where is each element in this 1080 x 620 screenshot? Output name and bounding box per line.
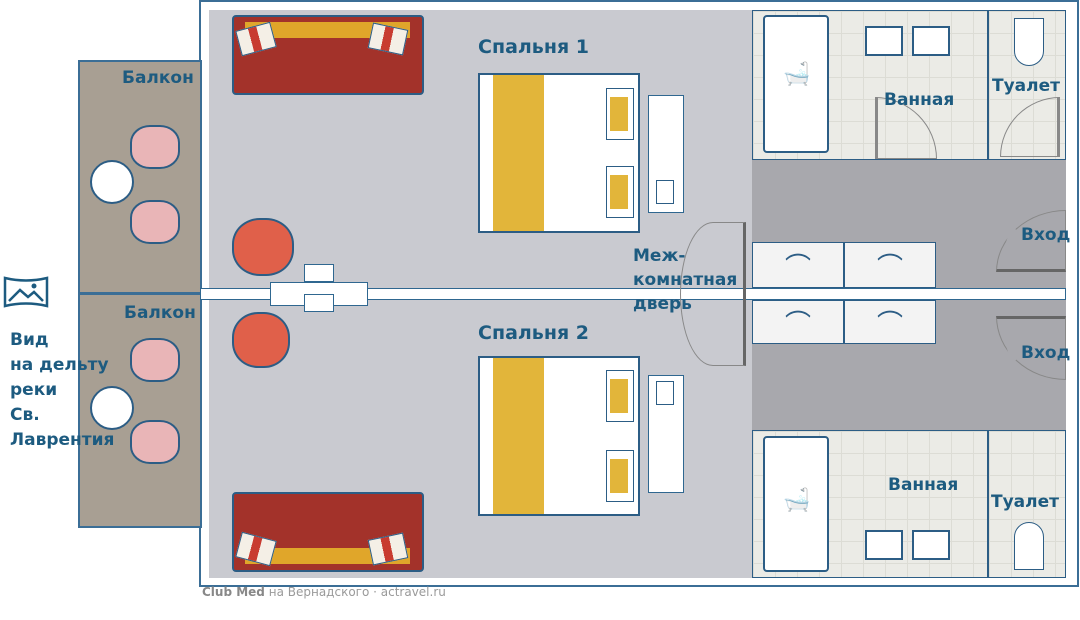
- view-line: Св.: [10, 405, 40, 425]
- balcony-bottom-label: Балкон: [124, 303, 196, 323]
- wardrobe[interactable]: ⌒: [752, 300, 844, 344]
- wardrobe[interactable]: ⌒: [844, 300, 936, 344]
- middle-wall: [200, 288, 1066, 300]
- sink: [912, 26, 950, 56]
- bed-1-throw: [493, 75, 544, 231]
- balcony-chair: [130, 338, 180, 382]
- watermark-text: на Вернадского · actravel.ru: [268, 585, 446, 599]
- bathroom-top-label: Ванная: [884, 90, 955, 110]
- sofa-bottom-back: [245, 548, 410, 564]
- balcony-table: [90, 386, 134, 430]
- wardrobe[interactable]: ⌒: [844, 242, 936, 288]
- entrance-bottom-label: Вход: [1021, 343, 1071, 363]
- bathroom-bottom-label: Ванная: [888, 475, 959, 495]
- monitor: [304, 264, 334, 282]
- bathtub-bottom: [763, 436, 829, 572]
- balcony-top-label: Балкон: [122, 68, 194, 88]
- safe-icon: [656, 381, 674, 405]
- hanger-icon: ⌒: [876, 309, 903, 340]
- toilet-top-label: Туалет: [992, 76, 1060, 96]
- door-line: дверь: [633, 294, 692, 314]
- sink: [912, 530, 950, 560]
- watermark: Club Med на Вернадского · actravel.ru: [202, 585, 446, 599]
- armchair: [232, 218, 294, 276]
- connecting-door-label: Меж- комнатная дверь: [633, 244, 737, 316]
- safe-icon: [656, 180, 674, 204]
- view-line: реки: [10, 380, 58, 400]
- hanger-icon: ⌒: [784, 252, 811, 283]
- bathtub-top: [763, 15, 829, 153]
- balcony-chair: [130, 420, 180, 464]
- view-line: Лаврентия: [10, 430, 115, 450]
- sink: [865, 530, 903, 560]
- bedroom-1-label: Спальня 1: [478, 36, 589, 58]
- armchair: [232, 312, 290, 368]
- sink: [865, 26, 903, 56]
- balcony-chair: [130, 200, 180, 244]
- wardrobe[interactable]: ⌒: [752, 242, 844, 288]
- toilet-bottom: [1014, 522, 1044, 570]
- bed-pillow: [606, 450, 634, 502]
- toilet-bottom-label: Туалет: [991, 492, 1059, 512]
- bed-2-throw: [493, 358, 544, 514]
- view-line: на дельту: [10, 355, 109, 375]
- bed-pillow: [606, 88, 634, 140]
- connecting-door[interactable]: [680, 222, 746, 366]
- balcony-table: [90, 160, 134, 204]
- watermark-brand: Club Med: [202, 585, 265, 599]
- entrance-top-label: Вход: [1021, 225, 1071, 245]
- sofa-top-back: [245, 22, 410, 38]
- bathtub-icon: 🛁: [783, 488, 811, 513]
- bedroom-2-label: Спальня 2: [478, 322, 589, 344]
- hanger-icon: ⌒: [876, 252, 903, 283]
- view-line: Вид: [10, 330, 49, 350]
- landscape-icon: [3, 276, 49, 308]
- bed-pillow: [606, 166, 634, 218]
- bed-pillow: [606, 370, 634, 422]
- door-line: комнатная: [633, 270, 738, 290]
- door-line: Меж-: [633, 246, 686, 266]
- toilet-top: [1014, 18, 1044, 66]
- bathtub-icon: 🛁: [783, 62, 811, 87]
- monitor: [304, 294, 334, 312]
- hanger-icon: ⌒: [784, 309, 811, 340]
- balcony-chair: [130, 125, 180, 169]
- view-label: Вид на дельту реки Св. Лаврентия: [10, 328, 114, 453]
